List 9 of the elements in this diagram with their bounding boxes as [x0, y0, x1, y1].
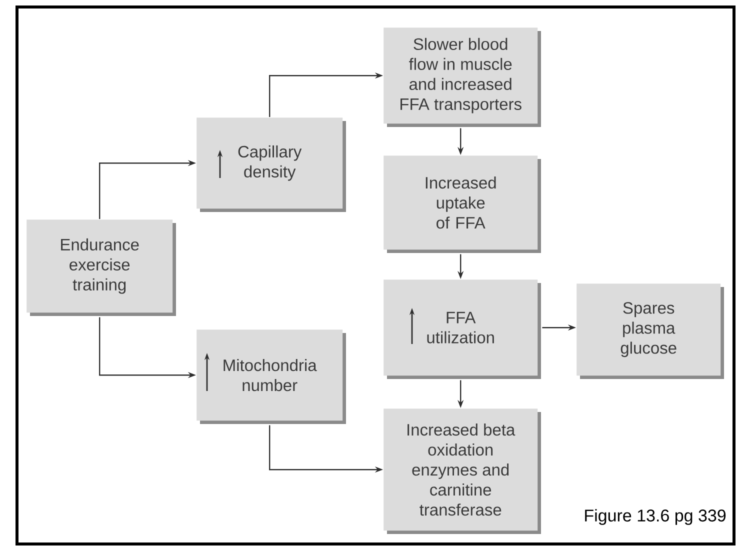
- process-box: Spares plasma glucose: [576, 284, 724, 379]
- figure-caption: Figure 13.6 pg 339: [585, 509, 726, 525]
- process-box: Increased uptake of FFA: [384, 156, 541, 253]
- process-box: Mitochondria number: [196, 330, 346, 424]
- process-box: Slower blood flow in muscle and increased FFA transporters: [384, 28, 541, 127]
- process-box: Capillary density: [196, 118, 346, 212]
- process-box: Endurance exercise training: [26, 220, 176, 316]
- process-box: FFA utilization: [384, 280, 541, 379]
- process-box: Increased beta oxidation enzymes and carnitine transferase: [384, 408, 541, 534]
